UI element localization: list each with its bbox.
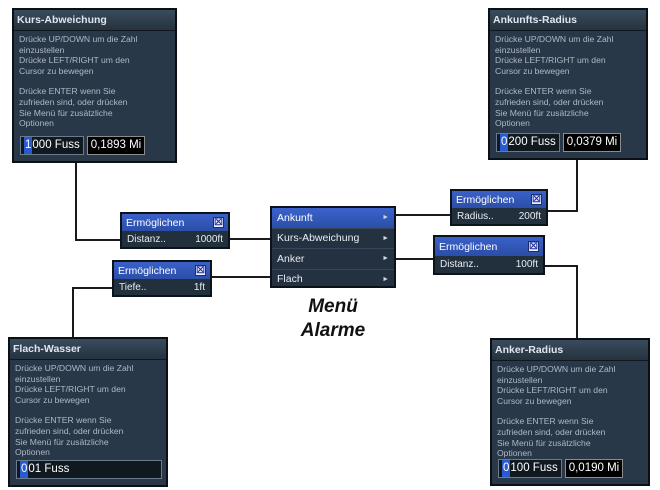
depth-feet-input[interactable]: 0 01 Fuss [16, 460, 162, 479]
flach-settings-box: Ermöglichen ☒ Tiefe.. 1ft [112, 260, 212, 297]
connector-anker-h [545, 265, 578, 267]
enable-toggle-row[interactable]: Ermöglichen ☒ [435, 237, 543, 256]
anchor-feet-value: 100 Fuss [510, 462, 558, 474]
dialog-ankunfts-radius: Ankunfts-Radius Drücke UP/DOWN um die Za… [488, 8, 648, 160]
ankunft-settings-box: Ermöglichen ☒ Radius.. 200ft [450, 189, 548, 226]
kurs-settings-box: Ermöglichen ☒ Distanz.. 1000ft [120, 212, 230, 249]
connector-kurs-v [75, 163, 77, 241]
alarm-menu: Ankunft ► Kurs-Abweichung ► Anker ► Flac… [270, 206, 396, 288]
checkbox-icon[interactable]: ☒ [195, 265, 206, 276]
dialog-instructions: Drücke UP/DOWN um die Zahl einzustellen … [497, 364, 616, 406]
dialog-title: Flach-Wasser [10, 339, 166, 360]
distance-row[interactable]: Distanz.. 100ft [435, 256, 543, 273]
dialog-instructions-enter: Drücke ENTER wenn Sie zufrieden sind, od… [15, 415, 124, 458]
depth-row[interactable]: Tiefe.. 1ft [114, 279, 210, 295]
connector-flach-menu [212, 276, 270, 278]
caption-line-1: Menü [308, 296, 358, 317]
menu-item-label: Ankunft [277, 211, 313, 224]
distance-feet-value: 000 Fuss [32, 139, 80, 151]
dialog-title: Kurs-Abweichung [14, 10, 175, 31]
dialog-title: Anker-Radius [492, 340, 648, 361]
radius-miles-readout: 0,0379 Mi [562, 133, 622, 152]
radius-feet-value: 200 Fuss [508, 136, 556, 148]
distance-miles-readout: 0,1893 Mi [86, 136, 146, 155]
connector-flach-v [72, 287, 74, 337]
row-label: Distanz.. [440, 259, 479, 270]
enable-label: Ermöglichen [439, 240, 498, 253]
row-value: 1ft [193, 281, 205, 293]
distance-row[interactable]: Distanz.. 1000ft [122, 231, 228, 247]
enable-toggle-row[interactable]: Ermöglichen ☒ [114, 262, 210, 279]
menu-caption: Menü Alarme [268, 295, 398, 343]
row-value: 1000ft [195, 233, 223, 245]
distance-feet-input[interactable]: 1 000 Fuss [20, 136, 84, 155]
menu-item-label: Flach [277, 273, 303, 286]
dialog-kurs-abweichung: Kurs-Abweichung Drücke UP/DOWN um die Za… [12, 8, 177, 163]
enable-toggle-row[interactable]: Ermöglichen ☒ [452, 191, 546, 208]
connector-ankunft-v [576, 160, 578, 212]
anchor-feet-input[interactable]: 0 100 Fuss [498, 459, 562, 478]
dialog-instructions-enter: Drücke ENTER wenn Sie zufrieden sind, od… [497, 416, 606, 459]
dialog-anker-radius: Anker-Radius Drücke UP/DOWN um die Zahl … [490, 338, 650, 486]
dialog-instructions: Drücke UP/DOWN um die Zahl einzustellen … [15, 363, 134, 405]
row-label: Tiefe.. [119, 281, 147, 293]
dialog-flach-wasser: Flach-Wasser Drücke UP/DOWN um die Zahl … [8, 337, 168, 487]
connector-anker-v [576, 265, 578, 338]
radius-feet-input[interactable]: 0 200 Fuss [496, 133, 560, 152]
digit-cursor: 0 [20, 461, 29, 478]
checkbox-icon[interactable]: ☒ [528, 241, 539, 252]
chevron-right-icon: ► [382, 234, 389, 242]
connector-anker-menu [396, 258, 434, 260]
digit-cursor: 0 [500, 134, 509, 151]
menu-item-label: Kurs-Abweichung [277, 232, 360, 245]
connector-kurs-h [75, 239, 125, 241]
chevron-right-icon: ► [382, 214, 389, 222]
radius-row[interactable]: Radius.. 200ft [452, 208, 546, 224]
digit-cursor: 1 [24, 137, 33, 154]
enable-toggle-row[interactable]: Ermöglichen ☒ [122, 214, 228, 231]
chevron-right-icon: ► [382, 255, 389, 263]
menu-item-ankunft[interactable]: Ankunft ► [272, 208, 394, 229]
menu-item-label: Anker [277, 252, 305, 265]
dialog-instructions: Drücke UP/DOWN um die Zahl einzustellen … [495, 34, 614, 76]
dialog-title: Ankunfts-Radius [490, 10, 646, 31]
row-value: 100ft [515, 259, 538, 270]
connector-ankunft-menu [396, 214, 450, 216]
enable-label: Ermöglichen [118, 264, 177, 277]
connector-flach-h [72, 287, 116, 289]
row-label: Distanz.. [127, 233, 166, 245]
checkbox-icon[interactable]: ☒ [213, 217, 224, 228]
dialog-instructions: Drücke UP/DOWN um die Zahl einzustellen … [19, 34, 138, 76]
anker-settings-box: Ermöglichen ☒ Distanz.. 100ft [433, 235, 545, 275]
enable-label: Ermöglichen [456, 193, 515, 206]
connector-ankunft-h [548, 210, 578, 212]
dialog-instructions-enter: Drücke ENTER wenn Sie zufrieden sind, od… [495, 86, 604, 129]
caption-line-2: Alarme [300, 320, 366, 341]
row-label: Radius.. [457, 210, 494, 222]
menu-item-flach[interactable]: Flach ► [272, 270, 394, 290]
enable-label: Ermöglichen [126, 216, 185, 229]
connector-kurs-menu [230, 238, 270, 240]
checkbox-icon[interactable]: ☒ [531, 194, 542, 205]
digit-cursor: 0 [502, 460, 511, 477]
chevron-right-icon: ► [382, 275, 389, 283]
anchor-miles-readout: 0,0190 Mi [564, 459, 624, 478]
depth-feet-value: 01 Fuss [28, 463, 70, 475]
menu-item-kurs-abweichung[interactable]: Kurs-Abweichung ► [272, 229, 394, 249]
row-value: 200ft [518, 210, 541, 222]
dialog-instructions-enter: Drücke ENTER wenn Sie zufrieden sind, od… [19, 86, 128, 129]
menu-item-anker[interactable]: Anker ► [272, 249, 394, 270]
